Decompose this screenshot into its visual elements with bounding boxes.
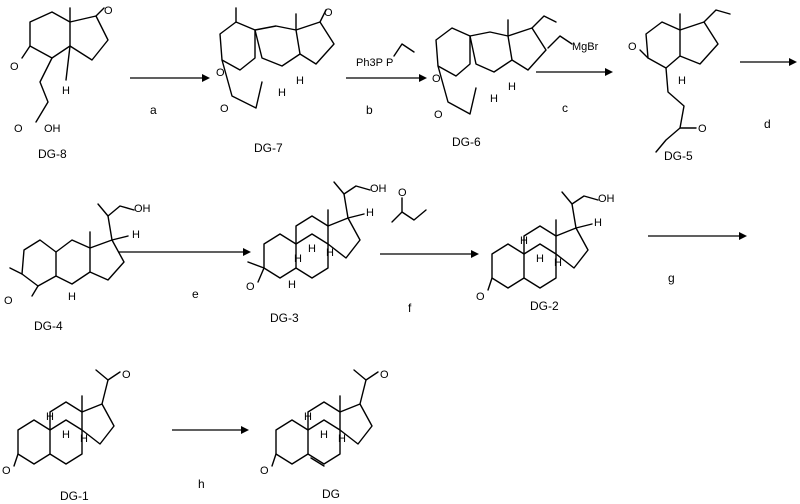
arrow-step-h: h bbox=[172, 426, 249, 491]
atom-h: H bbox=[296, 75, 304, 87]
reagent-wittig: Ph3P bbox=[356, 57, 383, 69]
structure-dg6: O O H H bbox=[432, 15, 557, 121]
atom-h: H bbox=[594, 217, 602, 229]
step-label-d: d bbox=[764, 117, 771, 131]
atom-o: O bbox=[14, 123, 23, 135]
atom-h: H bbox=[80, 433, 88, 445]
atom-o: O bbox=[4, 295, 13, 307]
atom-o: O bbox=[398, 187, 407, 199]
label-dg2: DG-2 bbox=[530, 299, 559, 313]
step-label-f: f bbox=[408, 301, 412, 315]
atom-h: H bbox=[554, 257, 562, 269]
arrow-step-d: d bbox=[740, 58, 797, 131]
label-dg1: DG-1 bbox=[60, 489, 89, 503]
atom-h: H bbox=[508, 81, 516, 93]
step-label-a: a bbox=[150, 103, 157, 117]
atom-o: O bbox=[698, 123, 707, 135]
atom-o: O bbox=[476, 291, 485, 303]
step-label-e: e bbox=[192, 287, 199, 301]
structure-dg2: OH H O H H H bbox=[476, 191, 615, 303]
atom-o: O bbox=[104, 5, 113, 17]
atom-o: O bbox=[434, 109, 443, 121]
atom-o: O bbox=[628, 41, 637, 53]
arrow-step-a: a bbox=[130, 74, 210, 117]
structure-dg8: O O H O OH bbox=[10, 5, 113, 135]
arrow-step-e: e bbox=[118, 248, 251, 301]
atom-h: H bbox=[520, 235, 528, 247]
atom-h: H bbox=[294, 253, 302, 265]
label-dg6: DG-6 bbox=[452, 135, 481, 149]
arrow-step-f: O f bbox=[380, 187, 479, 315]
label-dg7: DG-7 bbox=[254, 141, 283, 155]
atom-h: H bbox=[62, 429, 70, 441]
structure-dg4: OH H O H bbox=[4, 203, 151, 307]
label-dg3: DG-3 bbox=[270, 311, 299, 325]
atom-o: O bbox=[260, 465, 269, 477]
step-label-h: h bbox=[198, 477, 205, 491]
atom-h: H bbox=[132, 229, 140, 241]
structure-dg5: O H O bbox=[628, 9, 731, 153]
atom-o: O bbox=[380, 369, 389, 381]
atom-o: O bbox=[10, 61, 19, 73]
step-label-g: g bbox=[668, 271, 675, 285]
atom-h: H bbox=[288, 279, 296, 291]
step-label-b: b bbox=[366, 103, 373, 117]
atom-h: H bbox=[308, 243, 316, 255]
atom-h: H bbox=[46, 411, 54, 423]
atom-h: H bbox=[326, 247, 334, 259]
atom-oh: OH bbox=[598, 193, 615, 205]
arrow-step-b: Ph3P P b bbox=[346, 43, 427, 117]
step-label-c: c bbox=[562, 101, 568, 115]
atom-p: P bbox=[386, 57, 393, 69]
atom-o: O bbox=[246, 281, 255, 293]
structure-dg7: O O O H H bbox=[216, 7, 335, 115]
structure-dg1: O O H H H bbox=[2, 369, 131, 477]
arrow-step-g: g bbox=[648, 232, 747, 285]
label-dg5: DG-5 bbox=[664, 149, 693, 163]
atom-h: H bbox=[678, 75, 686, 87]
atom-oh: OH bbox=[134, 203, 151, 215]
atom-h: H bbox=[278, 87, 286, 99]
atom-h: H bbox=[338, 433, 346, 445]
atom-oh: OH bbox=[370, 183, 387, 195]
atom-o: O bbox=[122, 369, 131, 381]
atom-h: H bbox=[320, 429, 328, 441]
atom-h: H bbox=[68, 291, 76, 303]
structure-dg: O O H H H bbox=[260, 369, 389, 477]
arrow-step-c: MgBr c bbox=[536, 35, 613, 115]
label-dg: DG bbox=[322, 487, 340, 501]
reagent-grignard: MgBr bbox=[572, 41, 599, 53]
atom-h: H bbox=[536, 253, 544, 265]
atom-h: H bbox=[304, 411, 312, 423]
atom-h: H bbox=[366, 207, 374, 219]
structure-dg3: OH H O H H H H bbox=[246, 181, 387, 293]
atom-h: H bbox=[490, 93, 498, 105]
label-dg8: DG-8 bbox=[38, 147, 67, 161]
atom-o: O bbox=[324, 7, 333, 19]
atom-h: H bbox=[62, 85, 70, 97]
atom-o: O bbox=[2, 465, 11, 477]
atom-o: O bbox=[220, 103, 229, 115]
atom-o: O bbox=[216, 67, 225, 79]
label-dg4: DG-4 bbox=[34, 319, 63, 333]
atom-oh: OH bbox=[44, 123, 61, 135]
atom-o: O bbox=[432, 73, 441, 85]
